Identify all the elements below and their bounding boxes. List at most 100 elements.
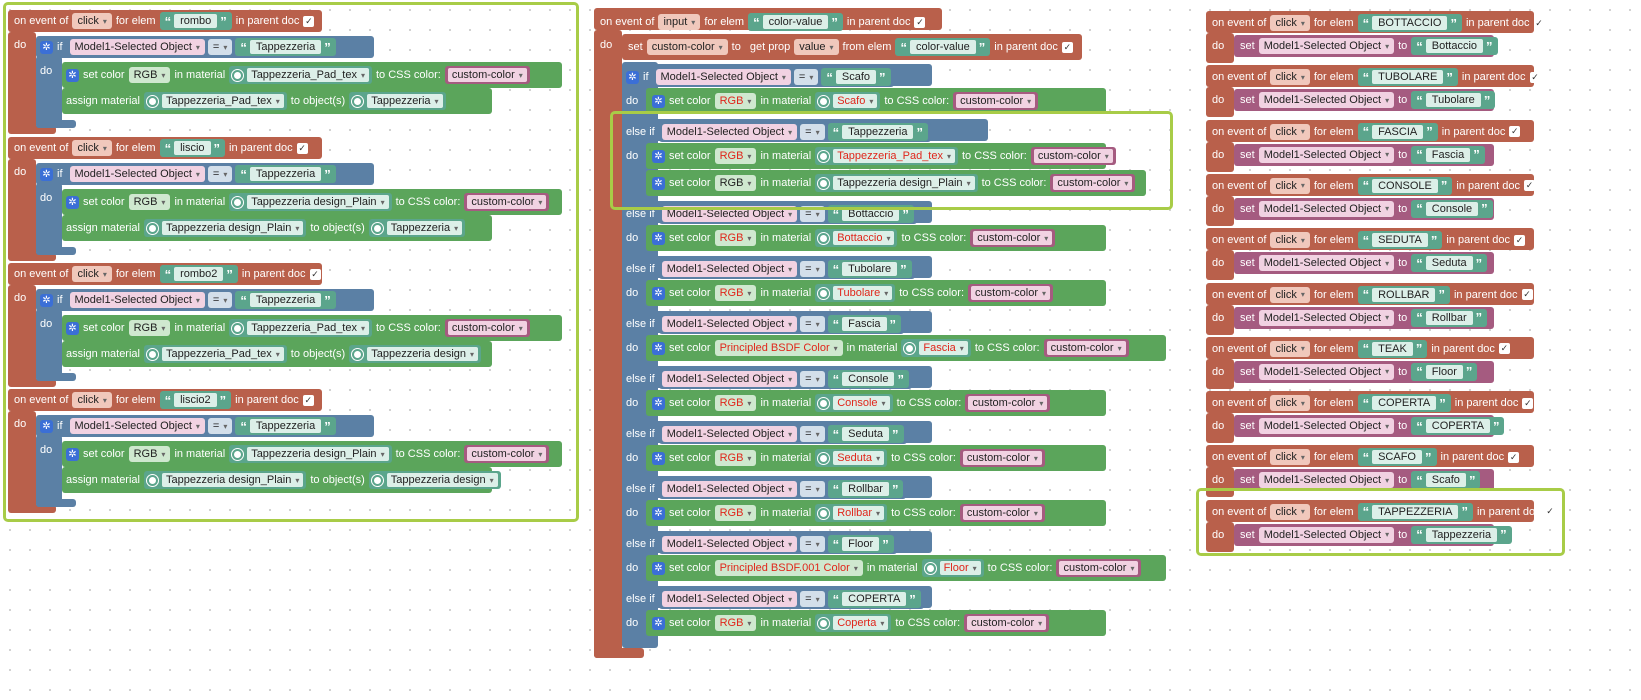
selected-object-var[interactable]: Model1-Selected Object▾: [661, 591, 798, 607]
text-value[interactable]: Tappezzeria: [249, 419, 322, 433]
event-block-body[interactable]: [8, 159, 36, 259]
text-value[interactable]: Floor: [1425, 364, 1463, 379]
text-value[interactable]: liscio: [174, 141, 211, 155]
compare-block[interactable]: Model1-Selected Object▾=▾“Tappezzeria”: [66, 37, 339, 57]
gear-icon[interactable]: ✲: [66, 447, 79, 461]
event-type-dropdown[interactable]: click▾: [72, 392, 112, 408]
event-type-dropdown[interactable]: click▾: [1270, 232, 1310, 249]
text-value[interactable]: color-value: [909, 40, 976, 54]
material-picker[interactable]: Seduta▾: [815, 449, 888, 467]
text-value[interactable]: rombo2: [174, 267, 224, 281]
object-value[interactable]: Tappezzeria design_Plain▾: [161, 221, 304, 235]
compare-value[interactable]: “Fascia”: [827, 315, 902, 333]
custom-color-var[interactable]: custom-color▾: [1043, 339, 1129, 357]
custom-color-var[interactable]: custom-color▾: [1030, 147, 1116, 165]
elem-name[interactable]: “FASCIA”: [1357, 122, 1438, 141]
compare-value[interactable]: “Console”: [827, 370, 909, 388]
text-value[interactable]: Fascia: [842, 317, 887, 331]
if-block-foot[interactable]: [36, 499, 76, 507]
custom-color-var[interactable]: custom-color▾: [965, 394, 1051, 412]
color-mode-dropdown[interactable]: RGB▾: [128, 67, 171, 83]
variable-dropdown[interactable]: Model1-Selected Object▾: [1258, 92, 1395, 109]
text-value-block[interactable]: “Seduta”: [1411, 254, 1488, 273]
text-value[interactable]: TAPPEZZERIA: [1372, 504, 1459, 519]
text-value[interactable]: color-value: [762, 15, 829, 29]
text-value-block[interactable]: “Rollbar”: [1411, 308, 1488, 327]
custom-color-var[interactable]: custom-color▾: [968, 284, 1054, 302]
material-picker[interactable]: Console▾: [815, 394, 893, 412]
elem-name[interactable]: “ROLLBAR”: [1357, 285, 1450, 304]
event-type-dropdown[interactable]: click▾: [1270, 123, 1310, 140]
compare-block[interactable]: Model1-Selected Object▾=▾“Tappezzeria”: [66, 416, 339, 436]
checkbox-checked-icon[interactable]: ✓: [302, 394, 314, 406]
compare-block[interactable]: Model1-Selected Object▾=▾“Scafo”: [652, 67, 894, 87]
selected-object-var[interactable]: Model1-Selected Object▾: [661, 316, 798, 332]
compare-block[interactable]: Model1-Selected Object▾=▾“Tubolare”: [658, 259, 915, 279]
color-mode-dropdown[interactable]: RGB▾: [714, 395, 757, 411]
color-mode-dropdown[interactable]: Principled BSDF Color▾: [714, 340, 843, 356]
checkbox-checked-icon[interactable]: ✓: [1061, 41, 1073, 53]
color-mode-dropdown[interactable]: RGB▾: [128, 194, 171, 210]
text-value-block[interactable]: “Console”: [1411, 199, 1493, 218]
text-value[interactable]: Console: [1425, 201, 1479, 216]
elem-name[interactable]: “liscio”: [159, 139, 226, 157]
selected-object-var[interactable]: Model1-Selected Object▾: [661, 481, 798, 497]
event-block-body[interactable]: [1206, 304, 1234, 335]
elem-name[interactable]: “SEDUTA”: [1357, 231, 1443, 250]
text-value[interactable]: SEDUTA: [1372, 233, 1428, 248]
checkbox-checked-icon[interactable]: ✓: [1544, 506, 1556, 518]
elem-name[interactable]: “TAPPEZZERIA”: [1357, 502, 1473, 521]
selected-object-var[interactable]: Model1-Selected Object▾: [69, 292, 205, 308]
event-block-body[interactable]: [1206, 413, 1234, 444]
text-value[interactable]: Floor: [842, 537, 880, 551]
operator-dropdown[interactable]: =▾: [793, 69, 819, 85]
event-type-dropdown[interactable]: click▾: [1270, 395, 1310, 412]
compare-value[interactable]: “Tappezzeria”: [235, 38, 336, 56]
if-block-body[interactable]: [36, 309, 62, 381]
text-value[interactable]: Tubolare: [1425, 93, 1481, 108]
text-value[interactable]: CONSOLE: [1372, 178, 1438, 193]
operator-dropdown[interactable]: =▾: [800, 481, 825, 497]
if-block-body[interactable]: [36, 183, 62, 255]
text-value[interactable]: COPERTA: [1425, 419, 1490, 434]
gear-icon[interactable]: ✲: [626, 70, 639, 84]
gear-icon[interactable]: ✲: [66, 321, 79, 335]
event-type-dropdown[interactable]: click▾: [1270, 340, 1310, 357]
text-value[interactable]: SCAFO: [1372, 450, 1422, 465]
compare-block[interactable]: Model1-Selected Object▾=▾“Floor”: [658, 534, 897, 554]
event-block-body[interactable]: [8, 32, 36, 132]
object-value[interactable]: Tappezzeria design_Plain▾: [247, 447, 389, 461]
if-block-body[interactable]: [36, 56, 62, 128]
selected-object-var[interactable]: Model1-Selected Object▾: [661, 426, 798, 442]
color-mode-dropdown[interactable]: RGB▾: [714, 93, 757, 109]
color-mode-dropdown[interactable]: RGB▾: [714, 230, 757, 246]
material-picker[interactable]: Bottaccio▾: [815, 229, 898, 247]
checkbox-checked-icon[interactable]: ✓: [309, 268, 321, 280]
color-mode-dropdown[interactable]: RGB▾: [714, 450, 757, 466]
compare-value[interactable]: “Seduta”: [827, 425, 904, 443]
object-value[interactable]: Bottaccio▾: [833, 231, 895, 245]
material-picker[interactable]: Tappezzeria_Pad_tex▾: [143, 345, 287, 363]
color-mode-dropdown[interactable]: RGB▾: [714, 505, 757, 521]
custom-color-var[interactable]: custom-color▾: [959, 504, 1045, 522]
event-block-foot[interactable]: [8, 126, 56, 134]
material-picker[interactable]: Scafo▾: [815, 92, 881, 110]
object-value[interactable]: Tappezzeria design_Plain▾: [833, 176, 975, 190]
operator-dropdown[interactable]: =▾: [207, 292, 233, 308]
object-value[interactable]: Tappezzeria▾: [386, 221, 463, 235]
event-type-dropdown[interactable]: click▾: [1270, 503, 1310, 520]
checkbox-checked-icon[interactable]: ✓: [1508, 451, 1520, 463]
gear-icon[interactable]: ✲: [652, 616, 665, 630]
gear-icon[interactable]: ✲: [652, 286, 665, 300]
object-picker[interactable]: Tappezzeria design▾: [368, 471, 501, 489]
object-value[interactable]: Fascia▾: [919, 341, 968, 355]
event-type-dropdown[interactable]: click▾: [1270, 177, 1310, 194]
operator-dropdown[interactable]: =▾: [800, 591, 825, 607]
event-type-dropdown[interactable]: click▾: [72, 140, 112, 156]
custom-color-var[interactable]: custom-color▾: [464, 445, 550, 463]
object-value[interactable]: Tappezzeria design_Plain▾: [247, 195, 389, 209]
color-mode-dropdown[interactable]: RGB▾: [714, 285, 757, 301]
text-value-block[interactable]: “Tubolare”: [1411, 91, 1496, 110]
gear-icon[interactable]: ✲: [652, 341, 665, 355]
compare-block[interactable]: Model1-Selected Object▾=▾“Tappezzeria”: [66, 164, 339, 184]
